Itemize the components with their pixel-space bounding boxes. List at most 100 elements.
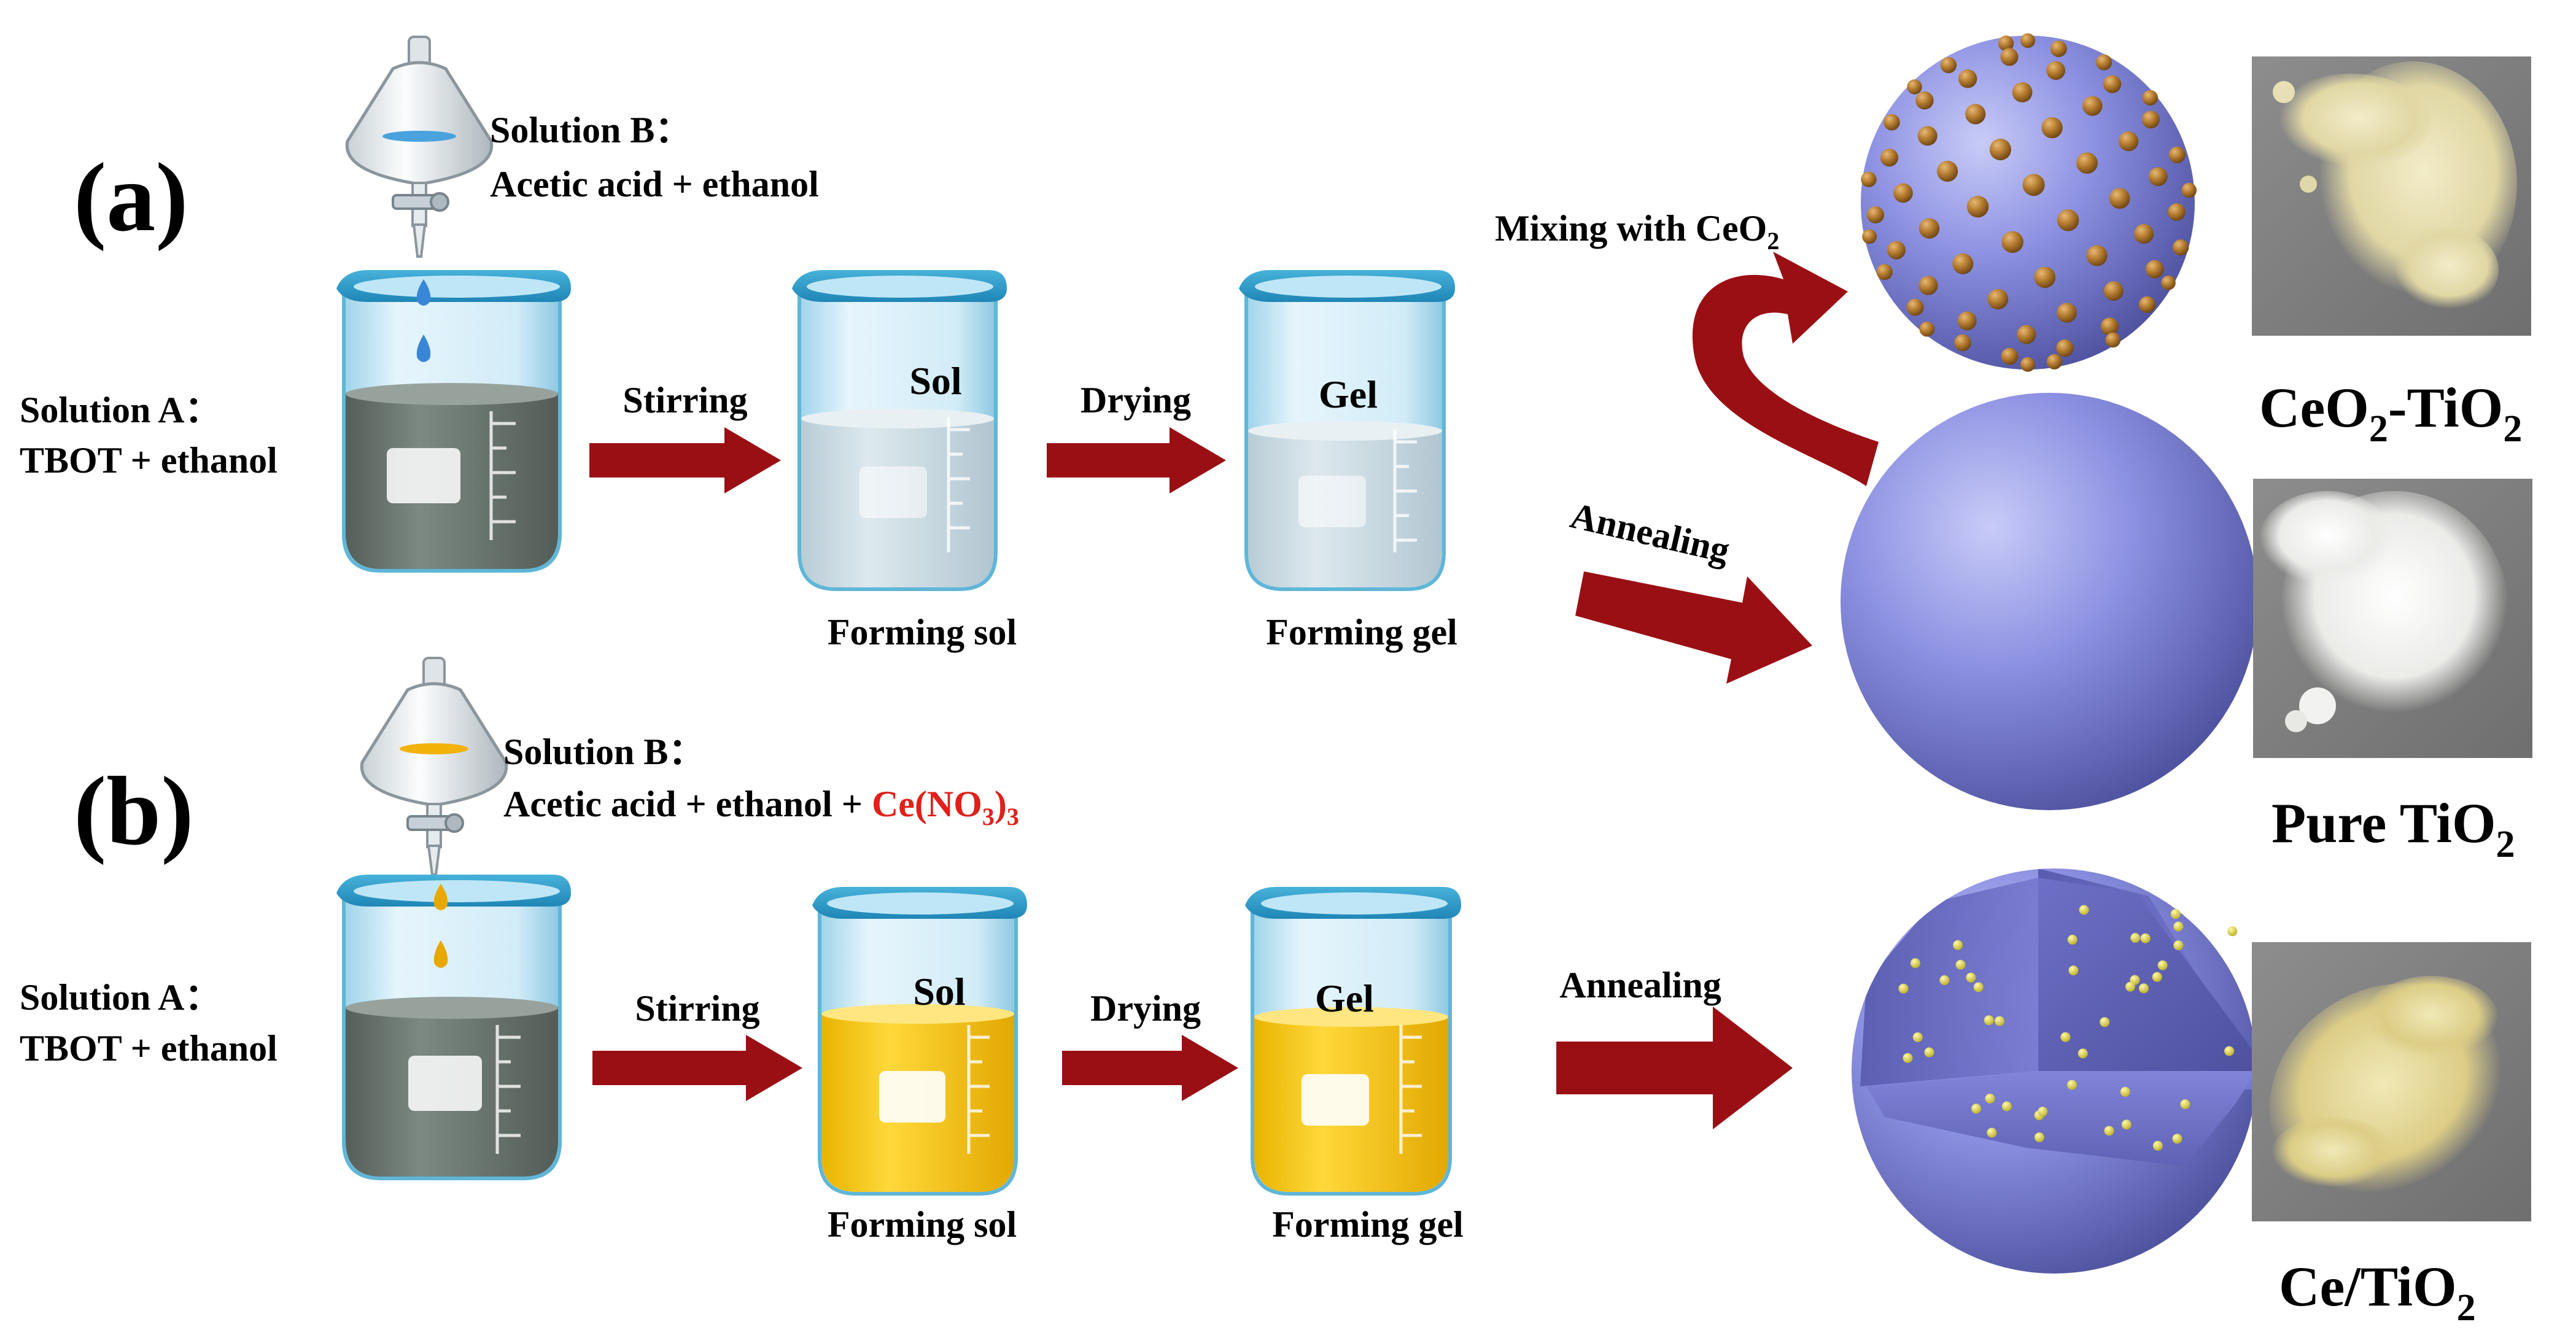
panel-b-ce-nitrate-sub1: 3 [982,803,995,830]
panel-a-solution-b-text: Acetic acid + ethanol [490,164,819,204]
ce-dopant [2173,940,2184,951]
ceo2-particle [2173,239,2189,256]
ceo2-particle [1861,171,1877,187]
label-pure-tio2: Pure TiO2 [2271,792,2515,865]
ceo2-particle [1906,298,1924,316]
photo-ce-tio2-powder [2252,942,2531,1221]
ceo2-particle [2046,354,2062,369]
ce-dopant [2152,972,2162,982]
panel-b-ce-nitrate-sub2: 3 [1007,803,1019,830]
ce-dopant [2224,1046,2235,1056]
label-ceo2-tio2-sub1: 2 [2369,408,2388,450]
ceo2-particle [2134,224,2154,244]
ceo2-particle [2056,339,2074,357]
ce-dopant [2173,921,2184,932]
ce-dopant [1924,1047,1934,1058]
ce-dopant [2060,1032,2071,1042]
ce-dopant [2068,965,2079,976]
label-pure-tio2-sub1: 2 [2496,824,2515,865]
panel-a: (a) Solution B： Acetic acid + ethanol So… [20,33,2532,865]
ceo2-particle [2017,325,2036,344]
ceo2-particle [1940,56,1957,74]
label-ce-tio2-sub1: 2 [2457,1287,2476,1329]
ceo2-particle [2168,203,2186,221]
panel-a-drying-label: Drying [1080,380,1191,420]
beaker-b2-sol [812,887,1027,1196]
ce-dopant [2121,1120,2132,1130]
ce-dopant [1984,1015,1994,1026]
ce-dopant [2034,1132,2044,1142]
ce-dopant-particles [1898,905,2238,1151]
panel-b-solution-b-title: Solution B： [503,732,705,772]
ceo2-particle [2119,131,2139,152]
ce-dopant [1985,1093,1995,1104]
ce-dopant [2152,1140,2163,1151]
label-ceo2-tio2-part2: -TiO [2388,376,2503,439]
ceo2-particle [2103,75,2122,93]
ceo2-particle [1918,218,1940,239]
ce-dopant [2139,983,2149,994]
ceo2-particle [2096,54,2112,71]
ceo2-particle [2020,33,2035,48]
label-ce-tio2: Ce/TiO2 [2279,1255,2476,1329]
panel-a-solution-b-title: Solution B： [490,110,691,150]
ce-dopant [2172,1134,2182,1144]
panel-a-solution-a-title: Solution A： [20,390,221,430]
ceo2-tio2-sphere [1861,33,2197,372]
ceo2-particles [1861,33,2197,372]
panel-a-stirring-label: Stirring [623,380,747,420]
beaker-a2-sol [792,270,1007,591]
ce-dopant [1987,1127,1997,1138]
ceo2-particle [2046,61,2065,80]
ce-dopant [2125,981,2135,992]
ceo2-particle [2012,82,2033,102]
ceo2-particle [2050,41,2067,57]
ceo2-particle [1965,104,1986,125]
photo-ceo2-tio2-powder [2252,56,2531,336]
ceo2-particle [1937,160,1958,182]
panel-b-drying-label: Drying [1090,988,1201,1029]
ce-dopant [2104,1126,2114,1136]
ceo2-particle [1915,91,1934,110]
label-ceo2-tio2-part1: CeO [2259,376,2369,439]
beaker-a1 [336,270,571,573]
ce-dopant [1966,972,1976,983]
ce-dopant [1912,1032,1923,1042]
ce-dopant [2227,926,2238,937]
panel-a-sol-label: Sol [909,359,961,403]
label-ce-tio2-part1: Ce/TiO [2279,1255,2457,1318]
ceo2-particle [1998,35,2014,52]
panel-b-ce-nitrate-close: ) [995,784,1007,824]
ceo2-particle [1867,206,1884,223]
ceo2-particle [1954,334,1971,352]
ce-dopant [1903,1053,1913,1063]
ceo2-particle [1907,79,1922,95]
panel-a-gel-label: Gel [1319,373,1378,416]
ce-dopant [2130,933,2141,943]
ceo2-particle [1966,196,1989,218]
ce-dopant [2079,905,2089,915]
separatory-funnel-b [360,657,508,876]
ce-dopant [1955,959,1966,970]
ceo2-particle [2101,317,2119,336]
ceo2-particle [2041,117,2063,139]
arrow-mixing-ceo2 [1692,252,1879,486]
ceo2-particle [2181,182,2197,198]
separatory-funnel-a [345,36,494,258]
arrow-drying-b [1062,1035,1238,1101]
arrow-drying-a [1047,427,1226,493]
label-ceo2-tio2-sub2: 2 [2503,408,2522,450]
panel-b-gel-label: Gel [1315,976,1374,1020]
ceo2-particle [1918,276,1938,295]
ceo2-particle [1952,253,1974,274]
ce-dopant [1953,940,1963,950]
ceo2-particle [2139,296,2155,313]
panel-b-forming-gel-caption: Forming gel [1272,1204,1464,1245]
ceo2-particle [1919,321,1935,337]
ceo2-particle [2161,276,2176,290]
ceo2-particle [2109,188,2130,209]
panel-b-solution-b-text: Acetic acid + ethanol + Ce(NO3)3 [503,784,1019,830]
ceo2-particle [2057,303,2077,323]
ce-dopant [1995,1016,2004,1026]
